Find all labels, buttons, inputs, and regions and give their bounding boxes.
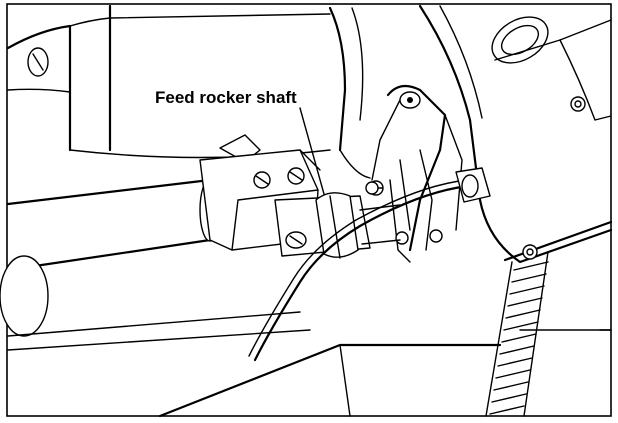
- flexible-conduit: [485, 251, 549, 417]
- base-casting: [158, 329, 612, 418]
- upper-housing: [6, 4, 364, 159]
- feed-rocker-shaft-label: Feed rocker shaft: [155, 88, 297, 107]
- rocker-shaft-assembly: [6, 149, 401, 272]
- figure-border: [6, 3, 612, 417]
- left-end-cylinder: [0, 255, 311, 351]
- callout-leader-line: [299, 107, 325, 195]
- oil-line: [248, 167, 491, 362]
- right-cover-plate: [418, 4, 613, 264]
- linkage-bracket: [219, 84, 463, 263]
